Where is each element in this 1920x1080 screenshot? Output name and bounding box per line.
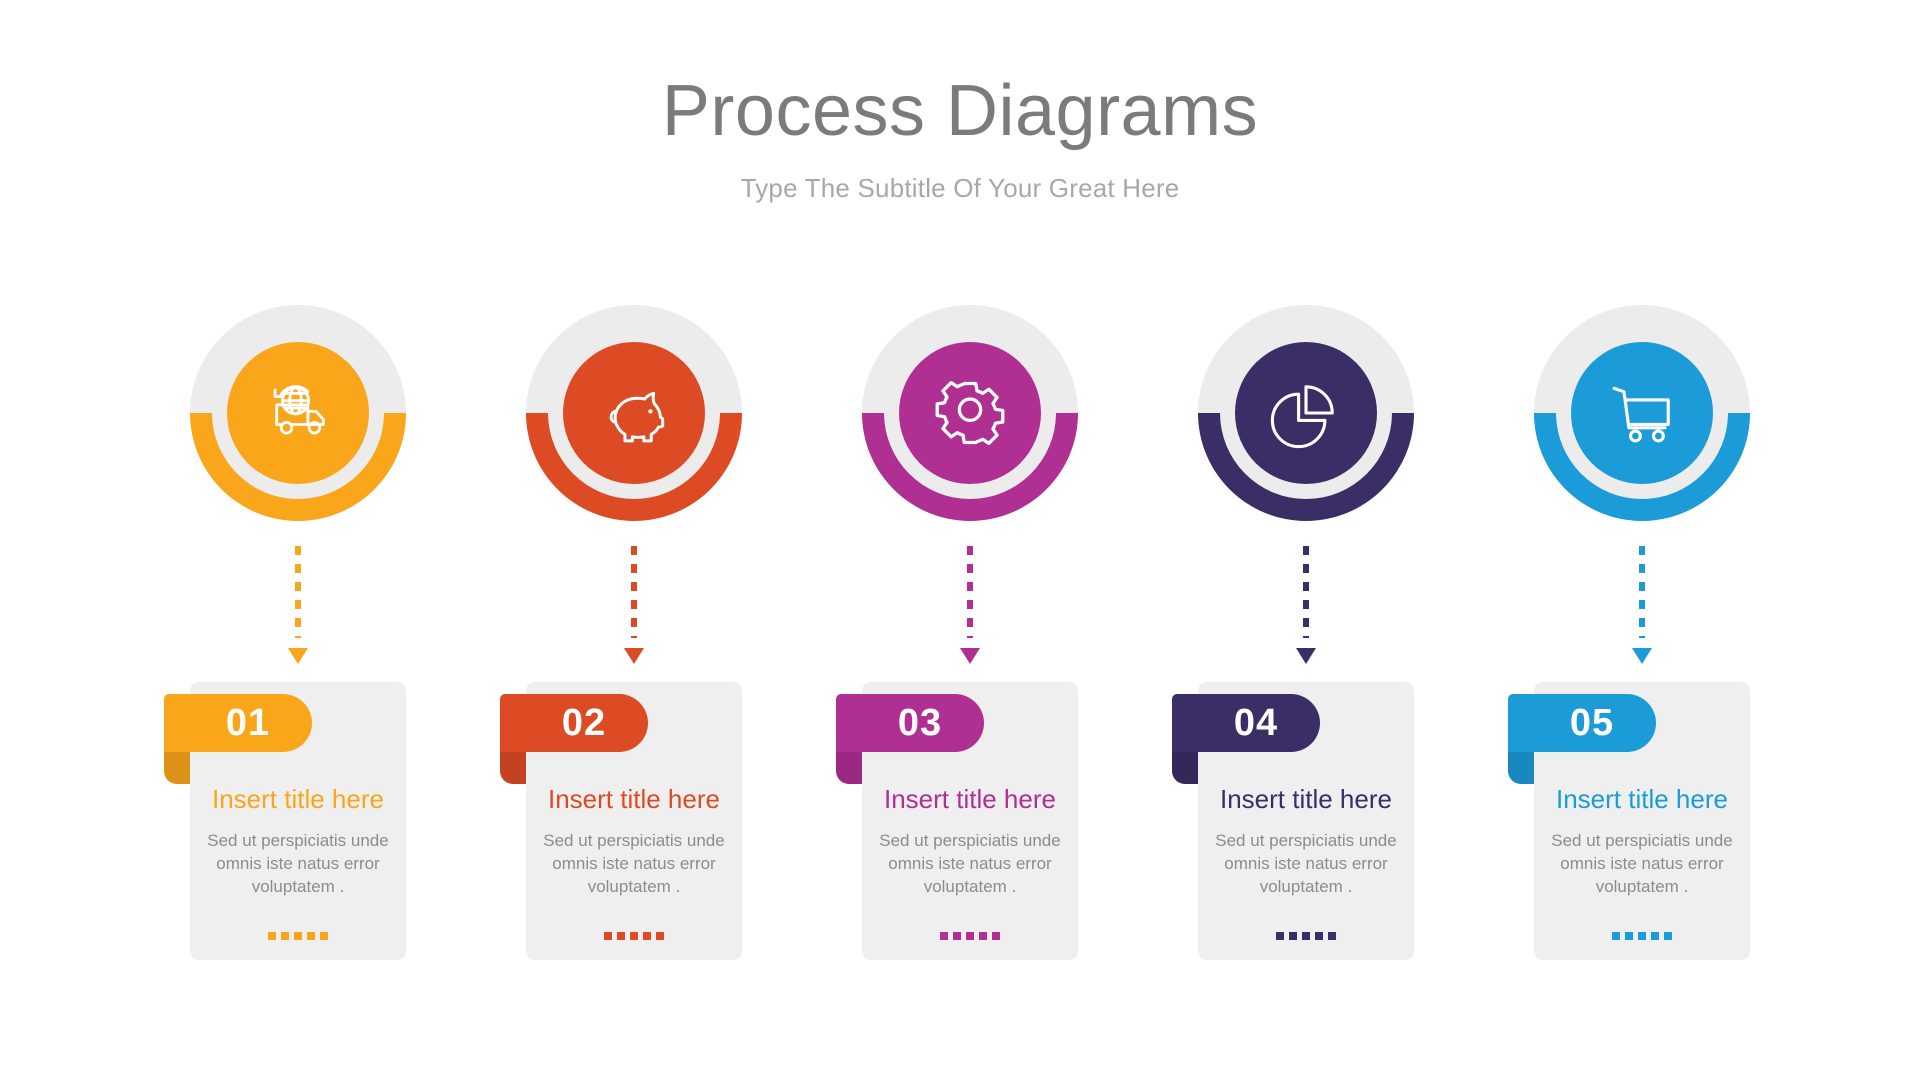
badge-tail: [164, 750, 190, 784]
step-dots: [1198, 932, 1414, 940]
progress-dot: [940, 932, 948, 940]
progress-dot: [630, 932, 638, 940]
progress-dot: [1315, 932, 1323, 940]
step-card[interactable]: 01 Insert title here Sed ut perspiciatis…: [164, 682, 406, 960]
progress-dot: [604, 932, 612, 940]
step-card[interactable]: 03 Insert title here Sed ut perspiciatis…: [836, 682, 1078, 960]
process-step: 05 Insert title here Sed ut perspiciatis…: [1508, 305, 1750, 960]
step-title: Insert title here: [548, 784, 720, 814]
badge-tail: [836, 750, 862, 784]
step-dots: [526, 932, 742, 940]
dashed-line: [631, 546, 637, 638]
gear-icon: [899, 342, 1041, 484]
step-number: 02: [561, 702, 607, 744]
process-step: 04 Insert title here Sed ut perspiciatis…: [1172, 305, 1414, 960]
step-connector-arrow: [960, 546, 980, 664]
step-dots: [1534, 932, 1750, 940]
progress-dot: [1625, 932, 1633, 940]
progress-dot: [294, 932, 302, 940]
process-step: 01 Insert title here Sed ut perspiciatis…: [164, 305, 406, 960]
step-body-text: Sed ut perspiciatis unde omnis iste natu…: [1215, 831, 1397, 896]
step-icon-circle[interactable]: [862, 305, 1078, 521]
process-step: 02 Insert title here Sed ut perspiciatis…: [500, 305, 742, 960]
step-body-text: Sed ut perspiciatis unde omnis iste natu…: [543, 831, 725, 896]
progress-dot: [1302, 932, 1310, 940]
progress-dot: [979, 932, 987, 940]
step-number: 03: [897, 702, 943, 744]
step-card[interactable]: 05 Insert title here Sed ut perspiciatis…: [1508, 682, 1750, 960]
badge-tail: [1508, 750, 1534, 784]
progress-dot: [617, 932, 625, 940]
dashed-line: [295, 546, 301, 638]
progress-dot: [1328, 932, 1336, 940]
step-number-badge: 02: [500, 694, 648, 752]
step-body-text: Sed ut perspiciatis unde omnis iste natu…: [879, 831, 1061, 896]
step-number-badge: 04: [1172, 694, 1320, 752]
shopping-cart-icon: [1571, 342, 1713, 484]
step-connector-arrow: [288, 546, 308, 664]
piggy-bank-icon: [563, 342, 705, 484]
step-number-badge: 01: [164, 694, 312, 752]
step-connector-arrow: [1632, 546, 1652, 664]
progress-dot: [1664, 932, 1672, 940]
dashed-line: [1303, 546, 1309, 638]
pie-chart-icon: [1235, 342, 1377, 484]
progress-dot: [966, 932, 974, 940]
progress-dot: [1612, 932, 1620, 940]
progress-dot: [1638, 932, 1646, 940]
step-body-text: Sed ut perspiciatis unde omnis iste natu…: [207, 831, 389, 896]
progress-dot: [281, 932, 289, 940]
progress-dot: [656, 932, 664, 940]
header: Process Diagrams Type The Subtitle Of Yo…: [0, 0, 1920, 204]
step-connector-arrow: [1296, 546, 1316, 664]
step-connector-arrow: [624, 546, 644, 664]
badge-tail: [500, 750, 526, 784]
step-icon-circle[interactable]: [1198, 305, 1414, 521]
step-number: 04: [1233, 702, 1279, 744]
arrowhead-icon: [288, 648, 308, 664]
step-dots: [862, 932, 1078, 940]
step-title: Insert title here: [212, 784, 384, 814]
step-title: Insert title here: [884, 784, 1056, 814]
step-title: Insert title here: [1220, 784, 1392, 814]
progress-dot: [953, 932, 961, 940]
page-subtitle: Type The Subtitle Of Your Great Here: [740, 173, 1180, 204]
dashed-line: [967, 546, 973, 638]
progress-dot: [307, 932, 315, 940]
step-icon-circle[interactable]: [1534, 305, 1750, 521]
progress-dot: [268, 932, 276, 940]
page-title: Process Diagrams: [661, 71, 1259, 151]
process-step: 03 Insert title here Sed ut perspiciatis…: [836, 305, 1078, 960]
step-card[interactable]: 02 Insert title here Sed ut perspiciatis…: [500, 682, 742, 960]
progress-dot: [992, 932, 1000, 940]
step-body-text: Sed ut perspiciatis unde omnis iste natu…: [1551, 831, 1733, 896]
step-title: Insert title here: [1556, 784, 1728, 814]
step-icon-circle[interactable]: [190, 305, 406, 521]
step-number-badge: 03: [836, 694, 984, 752]
progress-dot: [320, 932, 328, 940]
badge-tail: [1172, 750, 1198, 784]
step-number-badge: 05: [1508, 694, 1656, 752]
progress-dot: [643, 932, 651, 940]
arrowhead-icon: [1632, 648, 1652, 664]
step-icon-circle[interactable]: [526, 305, 742, 521]
dashed-line: [1639, 546, 1645, 638]
step-number: 05: [1569, 702, 1615, 744]
step-number: 01: [225, 702, 271, 744]
step-card[interactable]: 04 Insert title here Sed ut perspiciatis…: [1172, 682, 1414, 960]
progress-dot: [1289, 932, 1297, 940]
delivery-truck-globe-icon: [227, 342, 369, 484]
progress-dot: [1276, 932, 1284, 940]
arrowhead-icon: [624, 648, 644, 664]
arrowhead-icon: [960, 648, 980, 664]
arrowhead-icon: [1296, 648, 1316, 664]
step-dots: [190, 932, 406, 940]
process-steps: 01 Insert title here Sed ut perspiciatis…: [164, 305, 1750, 960]
progress-dot: [1651, 932, 1659, 940]
